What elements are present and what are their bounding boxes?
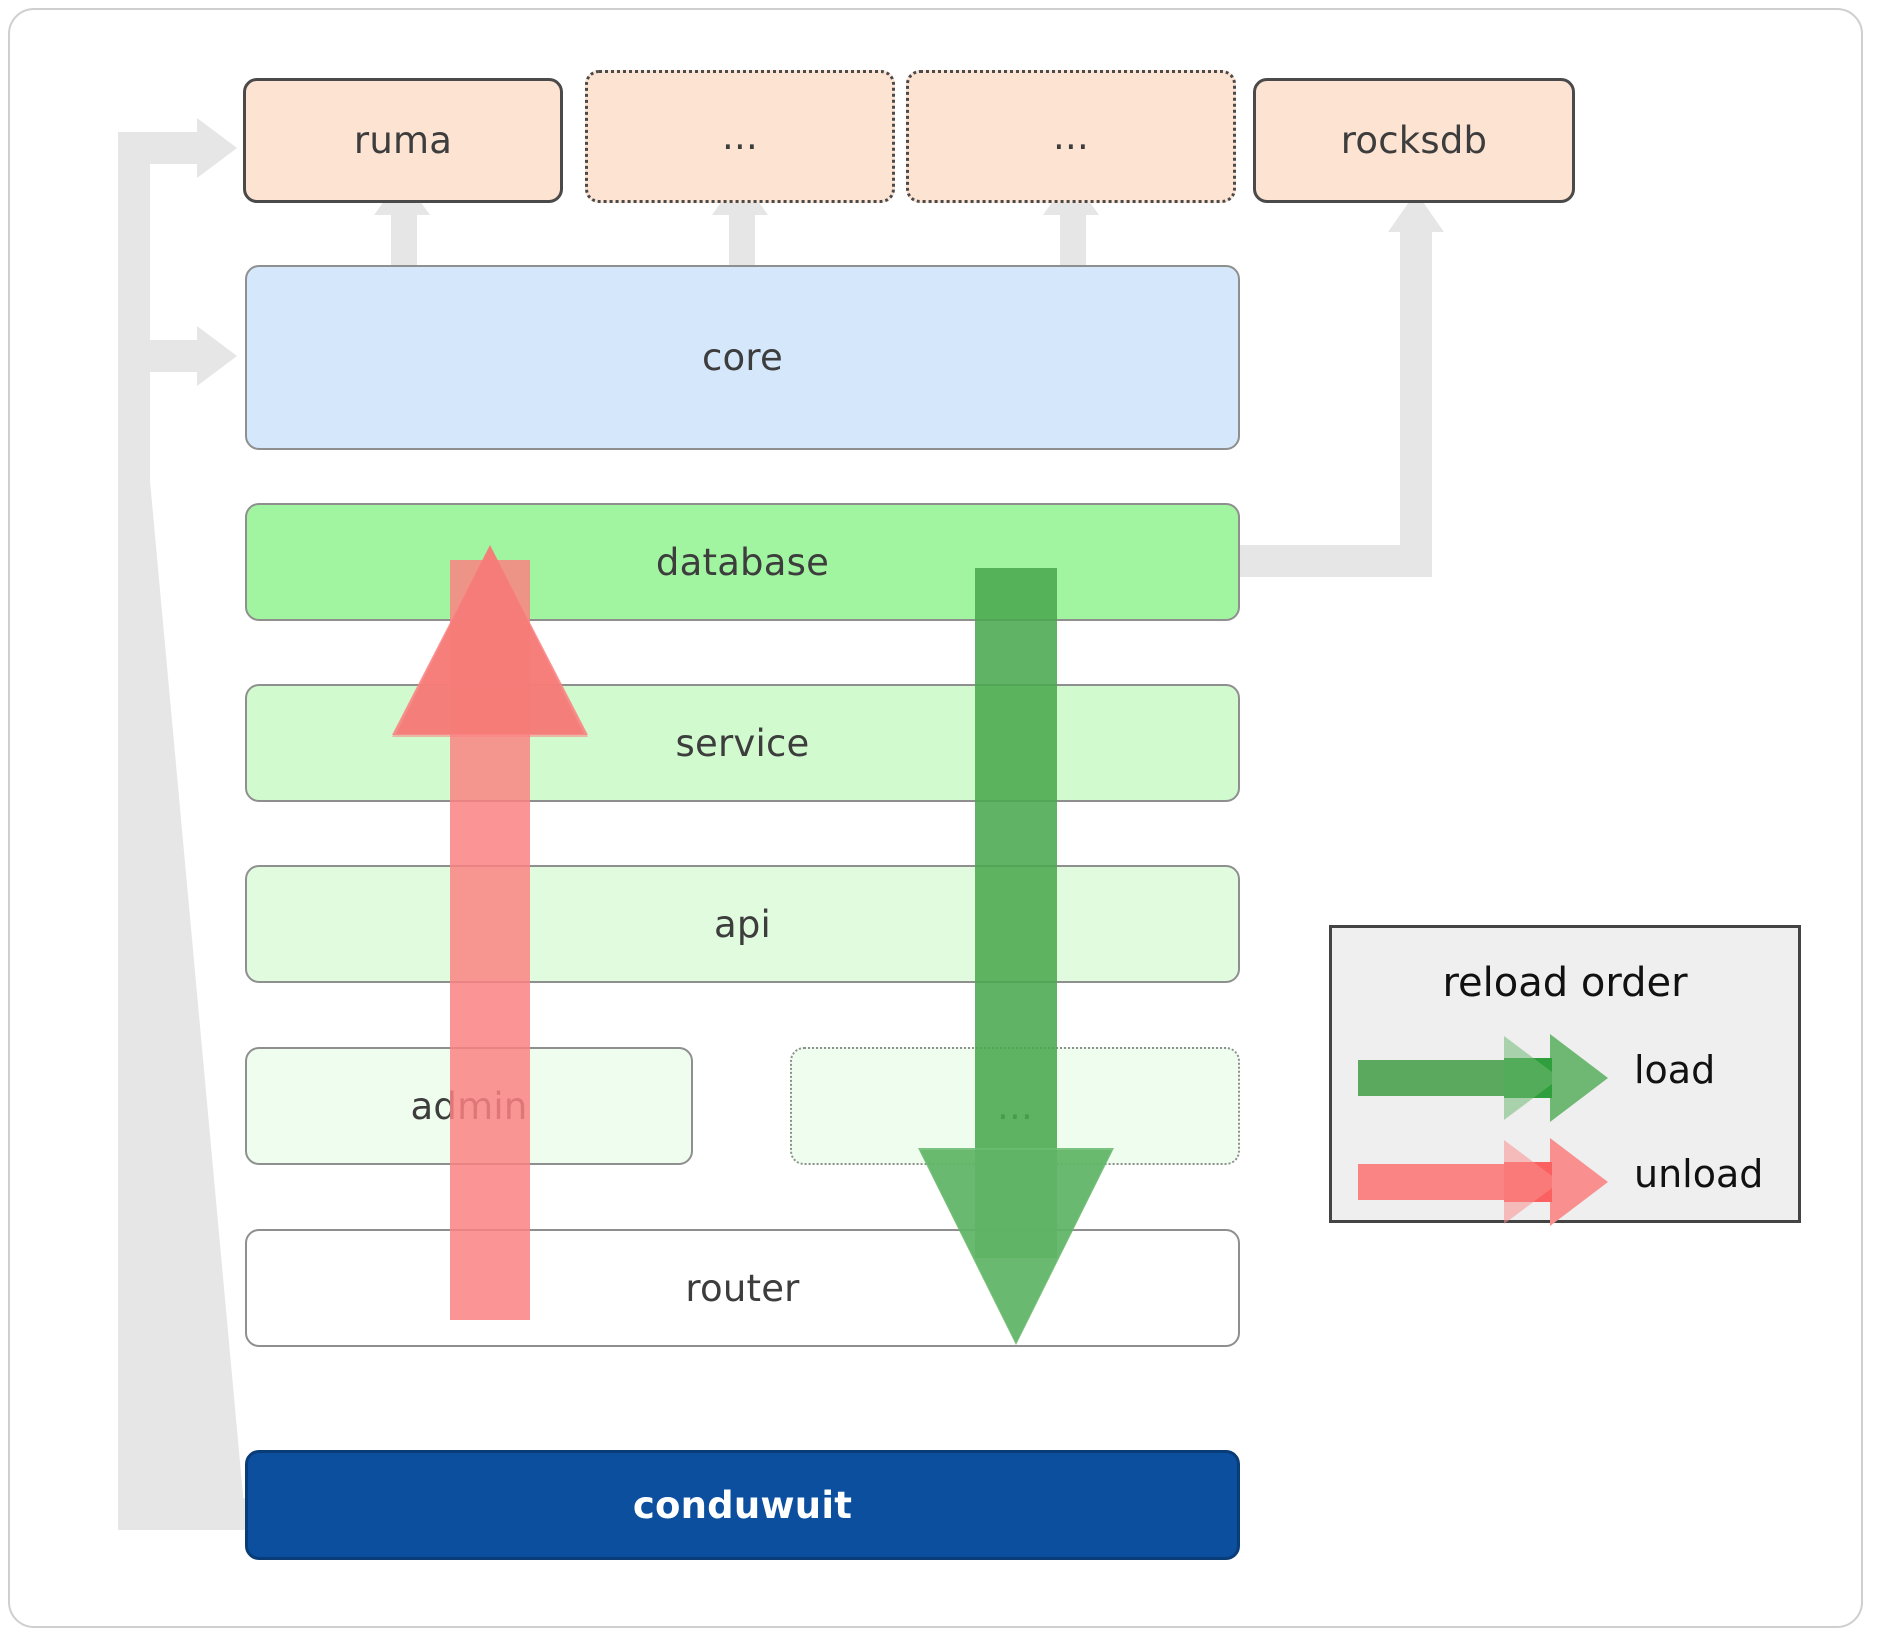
node-ellipsis-top-1-label: ... bbox=[722, 115, 758, 158]
legend-unload-arrow-slot bbox=[1354, 1126, 1616, 1236]
node-ellipsis-top-2[interactable]: ... bbox=[906, 70, 1236, 203]
unload-arrow-icon bbox=[1358, 1138, 1608, 1226]
node-ruma-label: ruma bbox=[353, 119, 453, 162]
unload-arrow bbox=[392, 545, 588, 1320]
node-ruma[interactable]: ruma bbox=[243, 78, 563, 203]
node-router-label: router bbox=[685, 1266, 800, 1310]
node-core-label: core bbox=[702, 336, 783, 379]
node-database[interactable]: database bbox=[245, 503, 1240, 621]
node-rocksdb-label: rocksdb bbox=[1340, 119, 1488, 162]
node-rocksdb[interactable]: rocksdb bbox=[1253, 78, 1575, 203]
legend-label-unload: unload bbox=[1634, 1152, 1764, 1196]
node-core[interactable]: core bbox=[245, 265, 1240, 450]
legend-title: reload order bbox=[1442, 960, 1688, 1006]
node-conduwuit[interactable]: conduwuit bbox=[245, 1450, 1240, 1560]
node-api-label: api bbox=[713, 902, 772, 946]
node-ellipsis-top-1[interactable]: ... bbox=[585, 70, 895, 203]
node-api[interactable]: api bbox=[245, 865, 1240, 983]
node-database-label: database bbox=[655, 540, 830, 584]
legend-row-load: load bbox=[1332, 1034, 1798, 1122]
legend-label-load: load bbox=[1634, 1048, 1716, 1092]
legend-load-arrow-slot bbox=[1354, 1022, 1616, 1132]
legend-panel: reload order load u bbox=[1329, 925, 1801, 1226]
connector-bus-to-core bbox=[118, 326, 237, 386]
load-arrow bbox=[918, 568, 1114, 1345]
legend-row-unload: unload bbox=[1332, 1138, 1798, 1226]
node-router[interactable]: router bbox=[245, 1229, 1240, 1347]
node-ellipsis-top-2-label: ... bbox=[1053, 115, 1089, 158]
load-arrow-icon bbox=[1358, 1034, 1608, 1122]
node-service-label: service bbox=[675, 721, 810, 765]
node-conduwuit-label: conduwuit bbox=[632, 1483, 853, 1527]
connector-database-to-rocksdb bbox=[1240, 192, 1444, 577]
